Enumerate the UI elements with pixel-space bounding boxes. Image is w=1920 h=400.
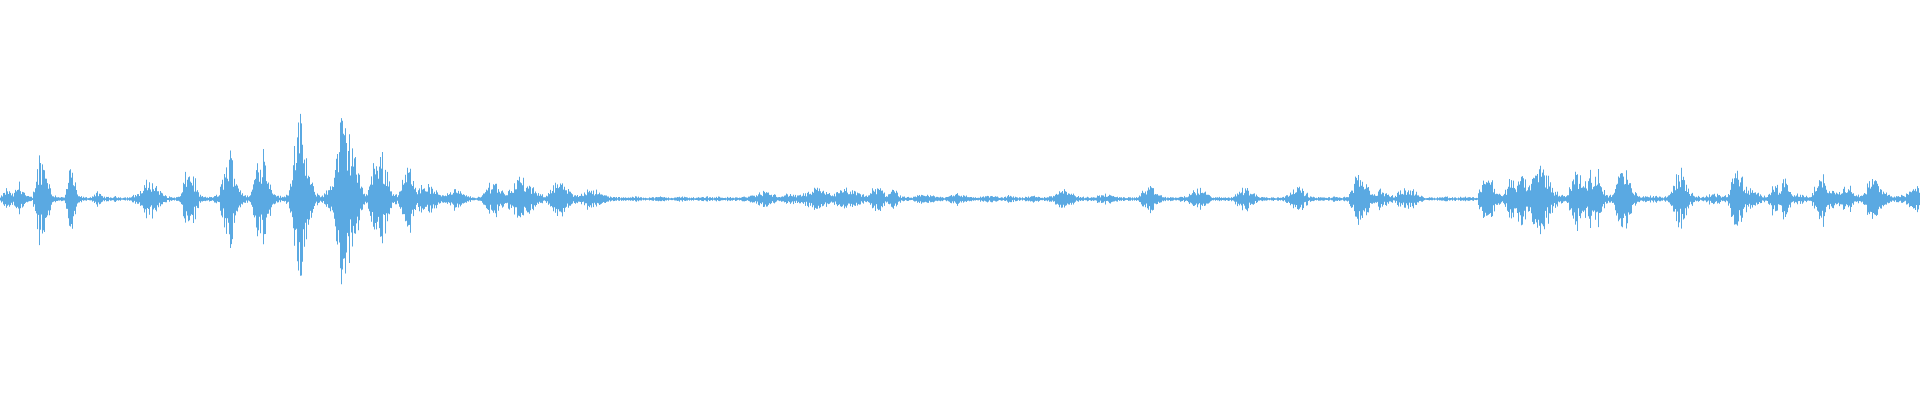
waveform-bars xyxy=(0,113,1920,285)
